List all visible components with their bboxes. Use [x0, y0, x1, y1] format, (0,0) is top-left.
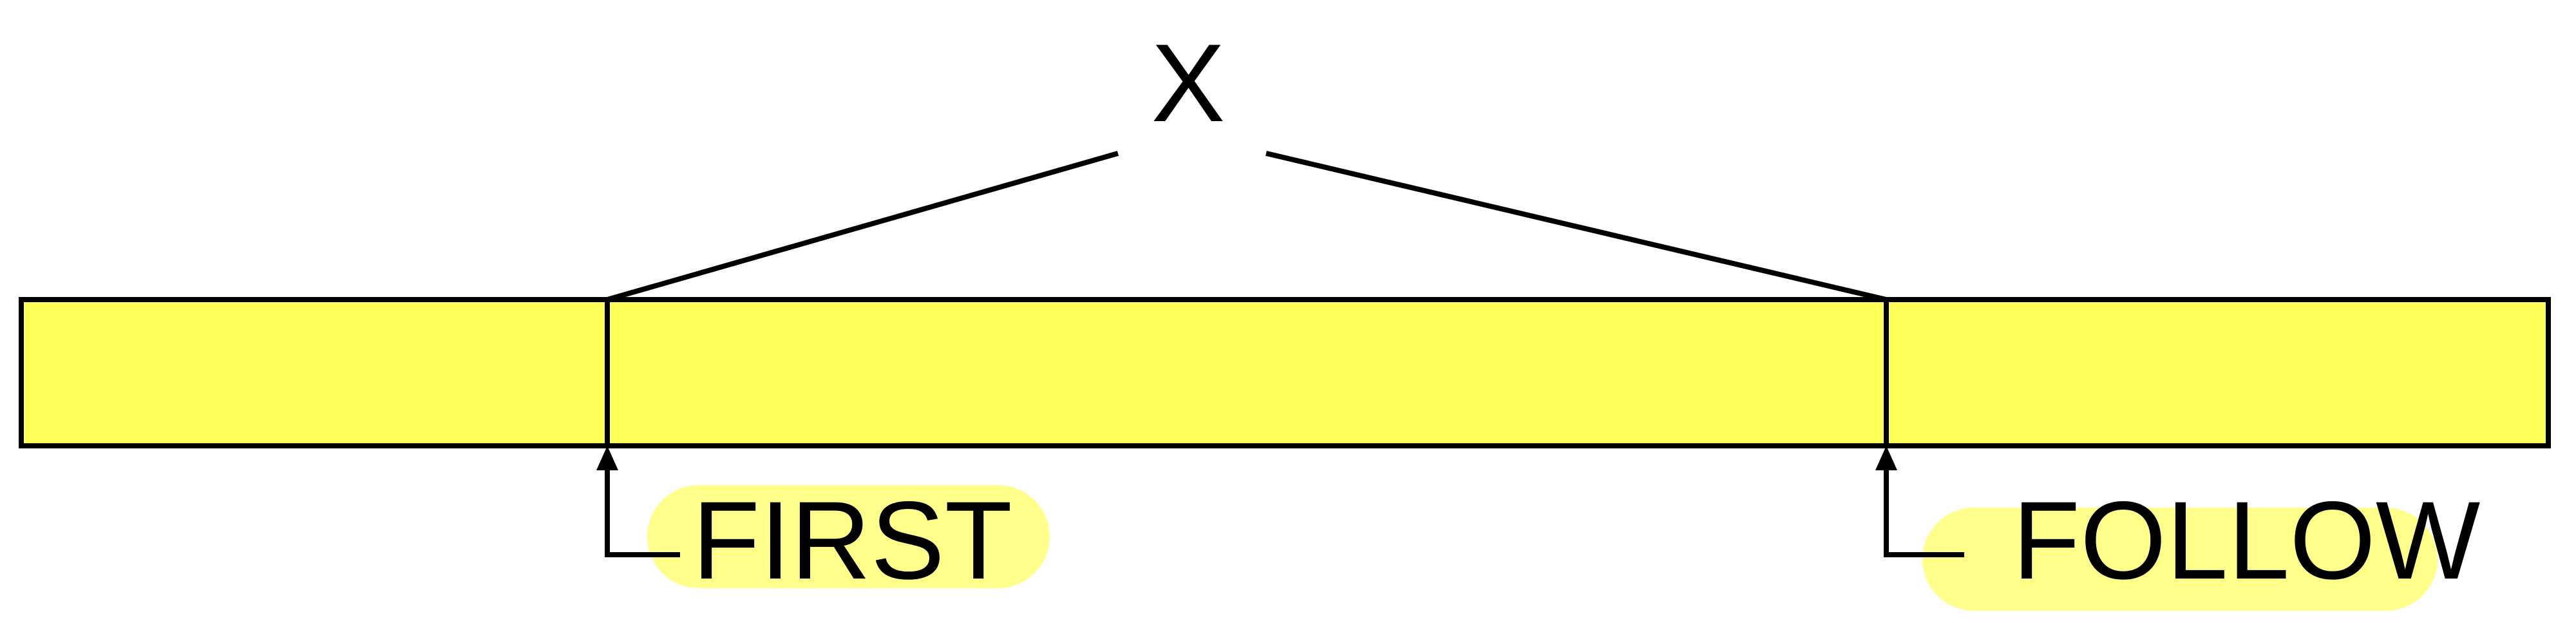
first-marker: FIRST — [596, 446, 1050, 602]
title-right-connector — [1265, 151, 1887, 302]
first-pointer-line — [605, 464, 680, 557]
first-label-highlight — [647, 485, 1050, 588]
follow-arrow-icon — [1875, 446, 1897, 470]
follow-label-highlight — [1922, 508, 2438, 611]
sequence-bar — [19, 297, 2551, 448]
follow-pointer-line — [1884, 464, 1964, 557]
follow-label: FOLLOW — [2012, 479, 2480, 602]
follow-marker: FOLLOW — [1875, 446, 2480, 611]
title-left-connector — [606, 151, 1119, 302]
first-arrow-icon — [596, 446, 618, 470]
first-label: FIRST — [692, 479, 1012, 602]
diagram-title: X — [1151, 21, 1226, 145]
